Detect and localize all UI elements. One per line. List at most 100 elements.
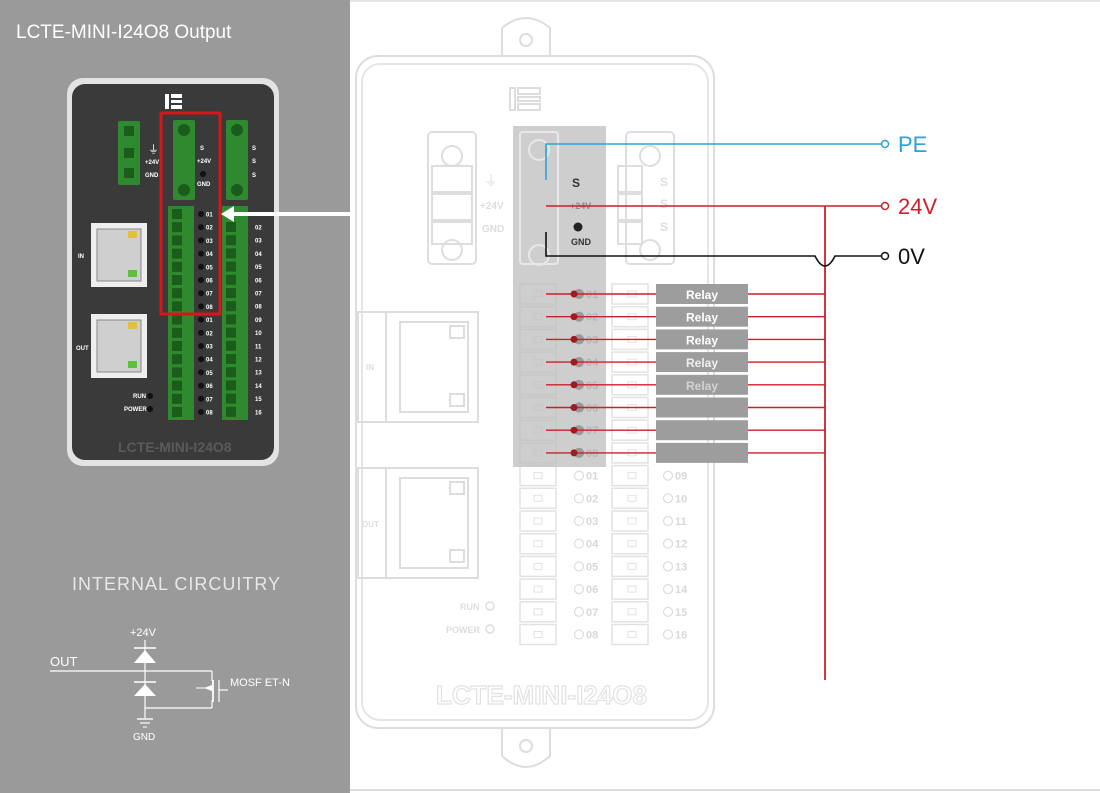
port-out-label: OUT <box>76 346 89 352</box>
relay-label: Relay <box>686 379 718 393</box>
relay-label: Relay <box>686 333 718 347</box>
terminal-label-left: 05 <box>206 371 213 377</box>
ground-symbol-faded: ⏚ <box>484 173 498 189</box>
power-led <box>147 406 153 412</box>
circuit-24v-label: +24V <box>130 627 157 639</box>
terminal-label-left: 07 <box>206 292 213 298</box>
output-highlight-box <box>159 111 222 316</box>
faded-terminal-label-right: 15 <box>675 607 687 619</box>
device-model-label: LCTE-MINI-I24O8 <box>118 439 232 455</box>
run-faded: RUN <box>460 602 480 612</box>
pointer-arrowhead <box>221 206 234 222</box>
terminal-label-left: 06 <box>206 384 213 390</box>
s-faded-3: S <box>660 220 668 234</box>
terminal-led <box>198 369 204 376</box>
faded-terminal-label-left: 01 <box>586 471 598 483</box>
relay-label: Relay <box>686 288 718 302</box>
v24-terminal-icon <box>880 201 890 211</box>
s-label-1: S <box>252 146 256 152</box>
faded-terminal-label-right: 14 <box>675 584 688 596</box>
terminal-led <box>198 277 204 283</box>
port-out-faded: OUT <box>362 520 379 529</box>
s-label-2: S <box>252 159 256 165</box>
terminal-label-right: 04 <box>255 252 262 258</box>
terminal-led <box>198 395 204 402</box>
faded-terminal-label-left: 06 <box>586 584 598 596</box>
power-connector-right <box>226 120 248 200</box>
terminal-label-left: 08 <box>206 411 213 417</box>
terminal-led <box>198 250 204 257</box>
pe-terminal-icon <box>880 139 890 149</box>
pwr-label-gnd: GND <box>197 182 211 188</box>
terminal-label-left: 06 <box>206 279 213 285</box>
relay-box <box>656 374 748 395</box>
power-faded: POWER <box>446 625 481 635</box>
terminal-led <box>198 409 204 415</box>
mosfet-icon <box>196 680 228 702</box>
relay-box <box>656 397 748 418</box>
terminal-led <box>198 290 204 297</box>
terminal-label-right: 05 <box>255 265 262 271</box>
page-title: LCTE-MINI-I24O8 Output <box>16 22 232 43</box>
relay-label: Relay <box>686 356 718 370</box>
relay-box <box>656 420 748 441</box>
faded-terminal-label-left: 03 <box>586 516 598 528</box>
terminal-label-left: 03 <box>206 239 213 245</box>
faded-terminal-label-left: 07 <box>586 607 598 619</box>
faded-terminal-label-right: 16 <box>675 630 687 642</box>
terminal-label-right: 12 <box>255 358 262 364</box>
highlight-gnd-label: GND <box>571 237 592 247</box>
faded-terminal-label-left: 08 <box>586 630 598 642</box>
ethernet-in-faded <box>357 311 479 423</box>
port-in-faded: IN <box>366 363 374 372</box>
terminal-led <box>198 343 204 349</box>
diode-bottom-icon <box>134 684 156 696</box>
model-faded: LCTE-MINI-I24O8 <box>436 680 647 710</box>
faded-terminal-label-right: 11 <box>675 516 687 528</box>
left-panel: LCTE-MINI-I24O8 Output ⏚ +24V GND S +24V… <box>0 0 350 793</box>
terminal-label-right: 14 <box>255 384 262 390</box>
pwr-24v-faded: +24V <box>480 201 504 212</box>
zero-v-wire <box>545 232 882 267</box>
ground-icon <box>137 718 153 728</box>
terminal-label-left: 08 <box>206 305 213 311</box>
terminal-label-right: 10 <box>255 331 262 337</box>
terminal-label-left: 04 <box>206 358 213 364</box>
terminal-label-left: 05 <box>206 265 213 271</box>
terminal-led <box>198 356 204 363</box>
terminal-label-right: 07 <box>255 292 262 298</box>
terminal-label-right: 16 <box>255 410 262 416</box>
highlight-s-label: S <box>572 176 580 190</box>
circuit-out-label: OUT <box>50 654 78 669</box>
terminal-label-right: 09 <box>255 318 262 324</box>
s-faded-1: S <box>660 175 668 189</box>
faded-terminal-label-right: 12 <box>675 539 687 551</box>
power-led-label: POWER <box>124 407 147 413</box>
terminal-label-right: 15 <box>255 397 262 403</box>
terminal-label-left: 04 <box>206 252 213 258</box>
terminal-led <box>198 211 204 217</box>
run-led <box>147 393 153 399</box>
terminal-label-left: 01 <box>206 318 213 324</box>
terminal-led <box>198 303 204 310</box>
pe-wire <box>545 143 882 180</box>
pe-label: PE <box>898 132 927 157</box>
ethernet-out-faded <box>357 467 479 579</box>
s-faded-2: S <box>660 197 668 211</box>
s-label-3: S <box>252 173 256 179</box>
relay-box <box>656 284 748 304</box>
terminal-led <box>198 382 204 389</box>
power-connector-faded <box>427 131 675 265</box>
zero-v-label: 0V <box>898 244 925 269</box>
terminal-label-left: 01 <box>206 213 213 219</box>
v24-label: 24V <box>898 194 937 219</box>
terminal-led <box>198 263 204 270</box>
mosfet-label: MOSF ET-N <box>230 677 290 689</box>
terminal-label-left: 07 <box>206 397 213 403</box>
relay-box <box>656 306 748 327</box>
run-led-label: RUN <box>133 394 146 400</box>
section-title: INTERNAL CIRCUITRY <box>72 574 282 594</box>
pwr-label-gnd-left: GND <box>145 173 159 179</box>
pwr-label-s: S <box>200 146 204 152</box>
relay-label: Relay <box>686 311 718 325</box>
